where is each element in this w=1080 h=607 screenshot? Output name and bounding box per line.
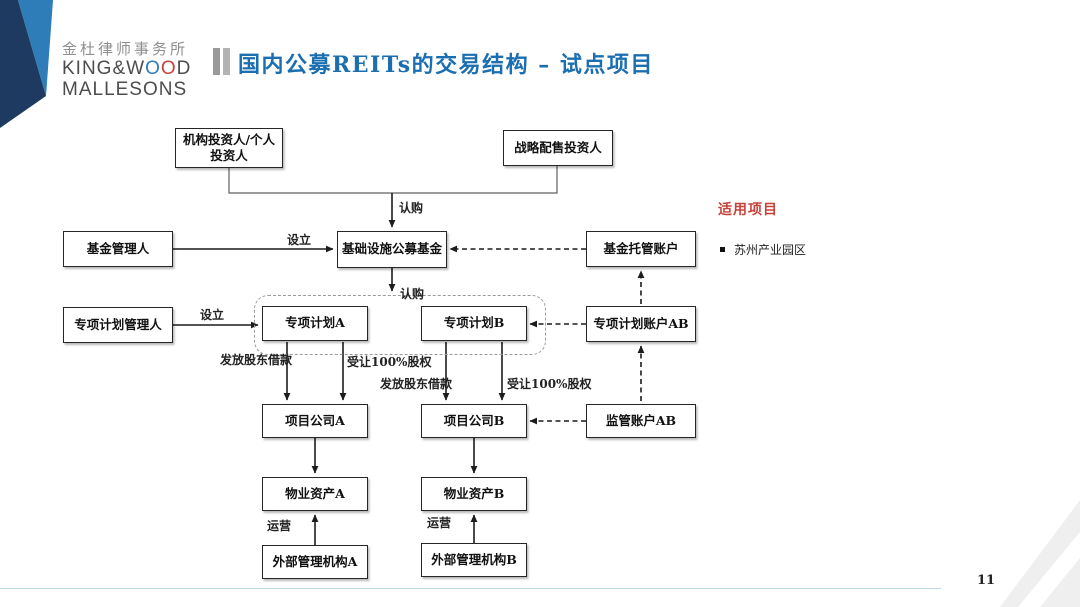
edge-label-operate-a: 运营	[267, 519, 292, 533]
node-institutional-individual-investors: 机构投资人/个人投资人	[175, 128, 283, 168]
title-accent-bar-1	[213, 48, 220, 75]
corner-navy-triangle	[0, 0, 46, 128]
node-label: 专项计划A	[285, 315, 345, 331]
node-label: 专项计划B	[443, 315, 505, 331]
logo-en-text: KING&W	[62, 58, 146, 79]
node-label: 战略配售投资人	[514, 139, 602, 155]
node-label: 基金管理人	[86, 240, 150, 256]
node-plan-account-ab: 专项计划账户AB	[586, 306, 696, 342]
applicable-project-label: 苏州产业园区	[734, 243, 807, 257]
edge-label-loan-b: 发放股东借款	[380, 377, 453, 391]
node-label: 项目公司B	[443, 412, 505, 428]
node-fund-manager: 基金管理人	[63, 231, 173, 267]
node-property-asset-a: 物业资产A	[262, 477, 368, 511]
applicable-project-item: 苏州产业园区	[720, 241, 806, 258]
kwm-logo: 金杜律师事务所 KING&WOOD MALLESONS	[62, 38, 191, 101]
node-label: 项目公司A	[285, 412, 345, 428]
edge-label-subscribe-top: 认购	[399, 201, 424, 215]
node-label: 物业资产A	[285, 485, 345, 501]
node-label: 专项计划账户AB	[593, 315, 689, 331]
logo-english-line2: MALLESONS	[62, 78, 188, 100]
node-label: 机构投资人/个人投资人	[182, 131, 276, 163]
edge-label-operate-b: 运营	[427, 516, 452, 530]
bullet-icon	[720, 247, 725, 252]
corner-white-stripe	[1018, 532, 1080, 607]
node-label: 外部管理机构B	[431, 551, 517, 567]
node-label: 专项计划管理人	[74, 316, 162, 332]
footer-divider-line	[0, 588, 941, 589]
node-strategic-placement-investors: 战略配售投资人	[503, 130, 613, 166]
edge-label-establish-plan: 设立	[200, 308, 225, 322]
logo-chinese-name: 金杜律师事务所	[62, 41, 189, 58]
logo-red-o: O	[160, 58, 177, 79]
node-label: 监管账户AB	[605, 412, 677, 428]
logo-blue-o: O	[145, 58, 161, 79]
node-plan-manager: 专项计划管理人	[63, 307, 173, 343]
node-external-manager-a: 外部管理机构A	[262, 545, 368, 579]
corner-decoration-top-left	[0, 0, 53, 128]
node-external-manager-b: 外部管理机构B	[421, 543, 527, 577]
edge-label-equity-b: 受让100%股权	[507, 377, 592, 391]
logo-english-line1: KING&WOOD	[62, 58, 192, 80]
connector-investors-merge	[228, 166, 558, 194]
corner-blue-triangle	[18, 0, 53, 96]
title-accent-bar-2	[223, 48, 230, 75]
edge-label-subscribe-plan: 认购	[400, 287, 425, 301]
node-plan-b: 专项计划B	[421, 306, 527, 341]
edge-label-equity-a: 受让100%股权	[347, 355, 432, 369]
node-property-asset-b: 物业资产B	[421, 477, 527, 511]
node-plan-a: 专项计划A	[262, 306, 368, 341]
node-infrastructure-public-fund: 基础设施公募基金	[337, 231, 447, 268]
applicable-projects-heading: 适用项目	[718, 202, 778, 218]
page-title: 国内公募REITs的交易结构 – 试点项目	[238, 52, 654, 78]
node-project-company-a: 项目公司A	[262, 404, 368, 438]
node-label: 基金托管账户	[603, 240, 679, 256]
node-label: 物业资产B	[443, 485, 505, 501]
logo-en-text-end: D	[176, 58, 192, 79]
node-label: 基础设施公募基金	[341, 241, 442, 257]
node-project-company-b: 项目公司B	[421, 404, 527, 438]
corner-decoration-bottom-right	[1000, 500, 1080, 607]
edge-label-establish-fund: 设立	[287, 233, 312, 247]
node-label: 外部管理机构A	[272, 553, 358, 569]
node-supervision-account-ab: 监管账户AB	[586, 404, 696, 438]
node-fund-custody-account: 基金托管账户	[586, 231, 696, 267]
page-number: 11	[977, 573, 996, 588]
edge-label-loan-a: 发放股东借款	[220, 353, 293, 367]
